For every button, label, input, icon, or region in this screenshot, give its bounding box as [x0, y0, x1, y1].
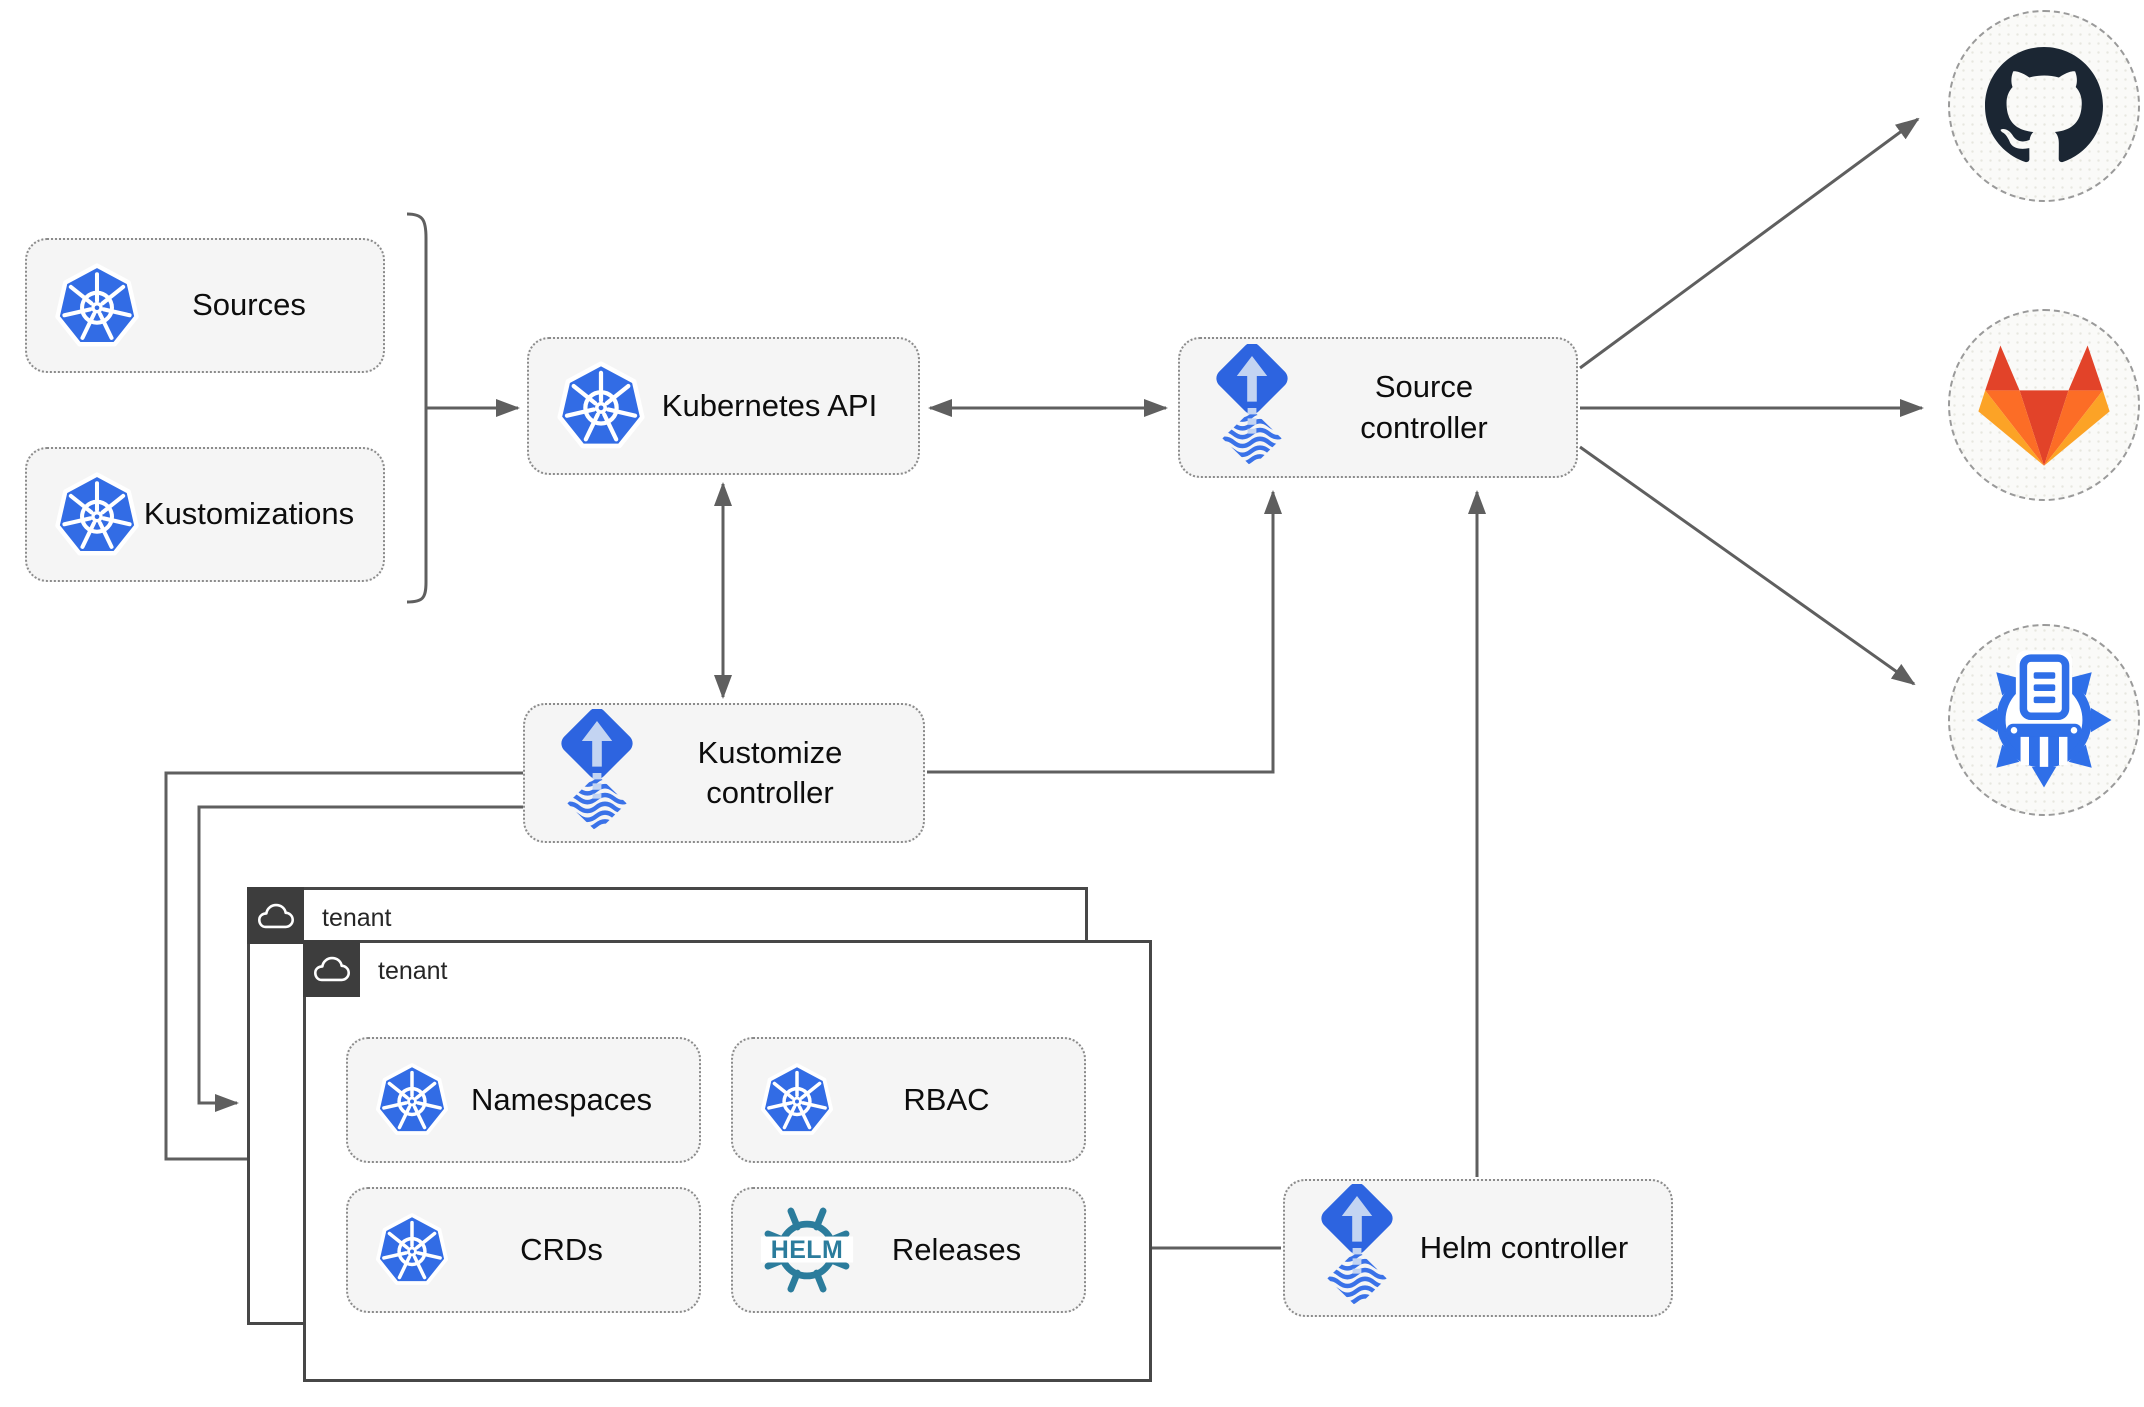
node-label: Kustomizations	[143, 496, 355, 532]
tenant-back-label: tenant	[322, 904, 392, 932]
edge-source-to-kustomize-repo	[1579, 445, 1916, 686]
node-label: Releases	[891, 1231, 1022, 1267]
node-sources: Sources	[25, 238, 385, 373]
node-releases: HELM Releases	[731, 1187, 1086, 1313]
kubernetes-icon	[374, 1212, 450, 1288]
node-kustomize-controller: Kustomize controller	[523, 703, 925, 843]
tenant-back-badge	[247, 887, 304, 944]
remote-github	[1948, 10, 2140, 202]
tenant-front-badge	[303, 940, 360, 997]
helm-icon: HELM	[759, 1200, 855, 1300]
node-label: Kubernetes API	[661, 387, 878, 423]
node-source-controller: Source controller	[1178, 337, 1578, 478]
edge-kustomize-to-source	[927, 490, 1282, 774]
node-label: Helm controller	[1419, 1229, 1629, 1265]
kubernetes-icon	[53, 262, 141, 350]
kubernetes-icon	[53, 471, 141, 559]
kubernetes-icon	[374, 1062, 450, 1138]
node-label: RBAC	[903, 1081, 990, 1117]
flux-icon	[1206, 344, 1298, 472]
node-label: Sources	[192, 287, 306, 323]
github-icon	[1985, 47, 2103, 165]
kustomize-icon	[1969, 645, 2119, 795]
node-kustomizations: Kustomizations	[25, 447, 385, 582]
node-label: Kustomize controller	[697, 734, 843, 810]
tenant-group-front: tenant Namespaces RBAC CRDs	[303, 940, 1152, 1382]
node-label: Namespaces	[471, 1081, 652, 1117]
flux-icon	[551, 709, 643, 837]
kubernetes-icon	[759, 1062, 835, 1138]
remote-kustomize-repository	[1948, 624, 2140, 816]
node-helm-controller: Helm controller	[1283, 1179, 1673, 1317]
bracket-sources-group	[406, 212, 428, 604]
cloud-icon	[258, 901, 294, 931]
node-crds: CRDs	[346, 1187, 701, 1313]
tenant-front-label: tenant	[378, 957, 448, 985]
edge-source-to-github	[1579, 117, 1920, 370]
cloud-icon	[314, 954, 350, 984]
node-namespaces: Namespaces	[346, 1037, 701, 1163]
flux-icon	[1311, 1184, 1403, 1312]
node-label: CRDs	[520, 1231, 603, 1267]
remote-gitlab	[1948, 309, 2140, 501]
node-label: Source controller	[1360, 369, 1488, 445]
kubernetes-icon	[555, 360, 647, 452]
node-rbac: RBAC	[731, 1037, 1086, 1163]
gitlab-icon	[1978, 344, 2110, 466]
node-kubernetes-api: Kubernetes API	[527, 337, 920, 475]
helm-wordmark: HELM	[771, 1236, 844, 1264]
